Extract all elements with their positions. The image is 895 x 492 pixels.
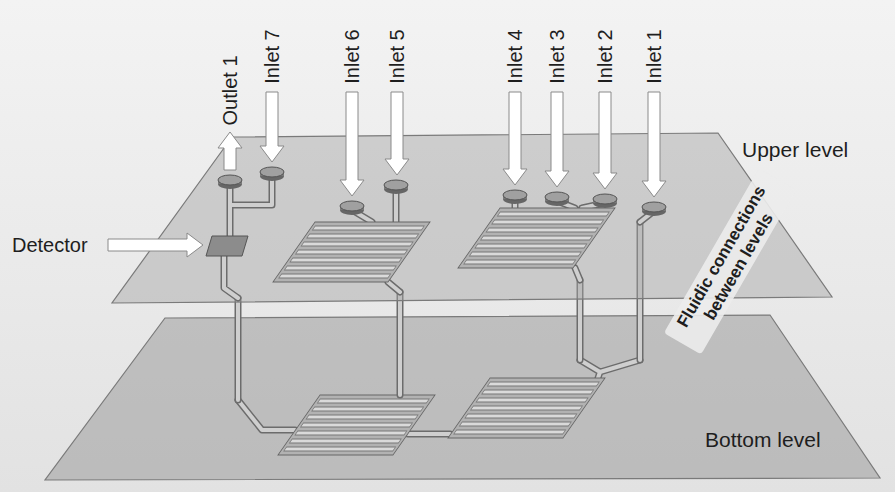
serpentine-mixer: [278, 395, 435, 455]
inlet-label: Inlet 6: [340, 30, 363, 84]
inlet-arrow: [503, 92, 527, 185]
detector-pad: [206, 236, 248, 256]
serpentine-mixer: [448, 378, 605, 438]
port: [260, 167, 284, 181]
outlet-label: Outlet 1: [218, 56, 241, 126]
inlet-arrow: [385, 92, 409, 175]
level-label: Bottom level: [705, 428, 821, 452]
channel: [224, 176, 654, 298]
inlet-arrow: [545, 92, 569, 187]
outlet-arrow: [218, 132, 242, 170]
inlet-arrow: [340, 92, 364, 196]
detector-arrow: [108, 233, 203, 257]
port-top: [340, 201, 364, 211]
port: [384, 180, 408, 194]
port: [503, 190, 527, 204]
port-top: [218, 175, 242, 185]
inlet-arrow: [642, 92, 666, 197]
inlet-label: Inlet 4: [503, 30, 526, 84]
inlet-label: Inlet 3: [545, 30, 568, 84]
port-top: [503, 190, 527, 200]
inlet-label: Inlet 7: [260, 30, 283, 84]
inlet-label: Inlet 5: [385, 30, 408, 84]
port-top: [593, 194, 617, 204]
inlet-label: Inlet 1: [642, 30, 665, 84]
serpentine-mixer: [273, 222, 430, 282]
inlet-label: Inlet 2: [593, 30, 616, 84]
port-top: [545, 192, 569, 202]
level-label: Upper level: [742, 138, 848, 162]
port-top: [384, 180, 408, 190]
channel: [224, 176, 654, 298]
port: [593, 194, 617, 208]
connection-label: Fluidic connections between levels: [664, 169, 796, 355]
serpentine-mixer: [458, 208, 615, 268]
port: [545, 192, 569, 206]
port-top: [642, 202, 666, 212]
port: [218, 175, 242, 189]
inlet-arrow: [593, 92, 617, 189]
bottom-plane: [45, 315, 880, 480]
port: [340, 201, 364, 215]
inlet-arrow: [260, 92, 284, 162]
detector-label: Detector: [12, 234, 88, 257]
port: [642, 202, 666, 216]
port-top: [260, 167, 284, 177]
